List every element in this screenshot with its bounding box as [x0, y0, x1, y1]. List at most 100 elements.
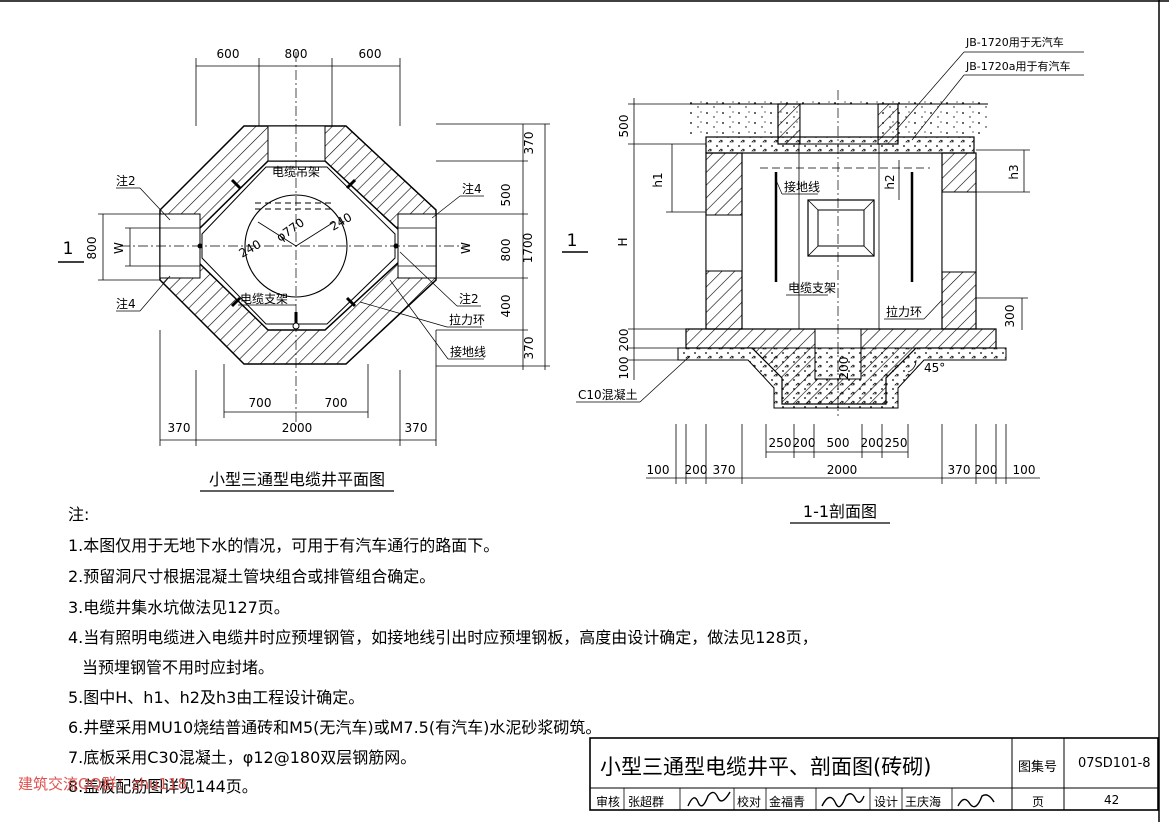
section-dim-top-1: 250	[769, 436, 792, 450]
section-h2: h2	[883, 174, 897, 189]
plan-dim-right-3: 800	[499, 239, 513, 262]
section-label-pullring: 拉力环	[886, 304, 922, 319]
plan-dim-bottom-total: 2000	[282, 421, 313, 435]
plan-label-ground: 接地线	[450, 344, 486, 359]
plan-view: 600 800 600 370 500 800 400 370 1700	[58, 47, 550, 492]
section-dim-bot-2: 200	[685, 463, 708, 477]
section-dim-bot-5: 370	[948, 463, 971, 477]
section-h: H	[616, 237, 630, 246]
plan-dim-right-1: 370	[522, 132, 536, 155]
checker-name: 金福青	[769, 795, 806, 809]
review-label: 审核	[596, 795, 621, 809]
section-cover-label-1: JB-1720用于无汽车	[965, 35, 1064, 49]
section-cover-slab	[705, 136, 975, 154]
note-4: 4.当有照明电缆进入电缆井时应预埋钢管，如接地线引出时应预埋钢板，高度由设计确定…	[68, 628, 818, 647]
title-block	[589, 737, 1159, 811]
section-cover-label-2: JB-1720a用于有汽车	[965, 59, 1071, 73]
drawing-title: 小型三通型电缆井平、剖面图(砖砌)	[600, 755, 932, 779]
plan-dims-bottom	[159, 330, 437, 446]
note-7: 7.底板采用C30混凝土，φ12@180双层钢筋网。	[68, 748, 417, 767]
plan-inner-outline	[201, 166, 396, 325]
section-dim-200-sump: 200	[837, 357, 851, 380]
section-dim-bot-6: 200	[975, 463, 998, 477]
section-dim-500: 500	[617, 115, 631, 138]
atlas-label: 图集号	[1018, 760, 1058, 775]
plan-dim-left: 800	[85, 237, 99, 260]
plan-top-opening	[267, 125, 326, 162]
section-section-mark: 1	[567, 231, 578, 251]
note-8: 8.盖板配筋图详见144页。	[68, 777, 258, 796]
plan-w-right: W	[459, 242, 473, 254]
plan-section-mark: 1	[63, 239, 74, 259]
page-no: 42	[1104, 793, 1120, 807]
plan-label-hanger: 电缆吊架	[272, 165, 320, 179]
section-dim-bot-1: 100	[647, 463, 670, 477]
plan-radius-b: 240	[328, 210, 355, 234]
plan-dims-left	[58, 213, 160, 281]
section-brackets	[774, 172, 914, 282]
note-1: 1.本图仅用于无地下水的情况，可用于有汽车通行的路面下。	[68, 536, 500, 555]
section-dim-bot-7: 100	[1013, 463, 1036, 477]
note-3: 3.电缆井集水坑做法见127页。	[68, 598, 290, 617]
section-h1: h1	[651, 172, 665, 187]
section-angle: 45°	[924, 361, 945, 375]
section-dim-100: 100	[617, 357, 631, 380]
section-c10-layer	[677, 347, 1007, 409]
plan-dim-top-1: 600	[217, 47, 240, 61]
section-h3: h3	[1007, 164, 1021, 179]
section-dim-top-2: 200	[793, 436, 816, 450]
signatures	[687, 791, 995, 808]
section-dim-top-5: 250	[885, 436, 908, 450]
plan-note4-right: 注4	[462, 181, 482, 196]
plan-dim-bottom-left: 370	[168, 421, 191, 435]
notes-heading: 注:	[68, 505, 90, 524]
note-5: 5.图中H、h1、h2及h3由工程设计确定。	[68, 688, 365, 707]
note-4-cont: 当预埋钢管不用时应封堵。	[82, 658, 275, 677]
plan-dim-right-total: 1700	[521, 233, 535, 264]
section-label-c10: C10混凝土	[578, 387, 638, 402]
section-dim-top-3: 500	[827, 436, 850, 450]
section-dim-bot-3: 370	[713, 463, 736, 477]
section-dims-bottom	[646, 424, 1040, 484]
section-label-bracket: 电缆支架	[788, 281, 836, 295]
plan-title: 小型三通型电缆井平面图	[209, 470, 385, 489]
section-dim-bot-4: 2000	[827, 463, 858, 477]
plan-center-dia: φ770	[274, 215, 307, 244]
plan-radius-a: 240	[237, 237, 264, 261]
plan-brackets	[230, 178, 357, 324]
plan-label-bracket: 电缆支架	[240, 292, 288, 306]
section-dim-200: 200	[617, 329, 631, 352]
plan-dims-top	[195, 58, 401, 126]
design-label: 设计	[874, 795, 899, 809]
plan-note4-left: 注4	[116, 296, 136, 311]
plan-label-pullring: 拉力环	[449, 312, 485, 327]
plan-w-left: W	[112, 242, 126, 254]
plan-dim-bottom-2: 700	[325, 396, 348, 410]
atlas-no: 07SD101-8	[1078, 756, 1151, 771]
note-2: 2.预留洞尺寸根据混凝土管块组合或排管组合确定。	[68, 567, 436, 586]
plan-center-circle	[244, 194, 348, 298]
plan-dim-top-2: 800	[285, 47, 308, 61]
watermark: 建筑交流QQ群：zhu118	[18, 775, 188, 793]
section-dim-top-4: 200	[861, 436, 884, 450]
plan-dim-right-2: 500	[499, 184, 513, 207]
plan-note2-right: 注2	[459, 291, 479, 306]
reviewer-name: 张超群	[628, 795, 665, 809]
check-label: 校对	[737, 795, 762, 809]
plan-dims-right	[436, 123, 550, 370]
section-dim-300: 300	[1003, 305, 1017, 328]
note-6: 6.井壁采用MU10烧结普通砖和M5(无汽车)或M7.5(有汽车)水泥砂浆砌筑。	[68, 718, 602, 737]
plan-dim-right-5: 370	[522, 337, 536, 360]
section-title: 1-1剖面图	[803, 502, 877, 521]
plan-dim-bottom-right: 370	[405, 421, 428, 435]
plan-dim-top-3: 600	[359, 47, 382, 61]
designer-name: 王庆海	[905, 795, 942, 809]
plan-note2-left: 注2	[116, 173, 136, 188]
section-label-ground: 接地线	[784, 179, 820, 194]
page-label: 页	[1032, 795, 1045, 809]
plan-dim-bottom-1: 700	[249, 396, 272, 410]
section-view: JB-1720用于无汽车 JB-1720a用于有汽车 500 200 100 h…	[562, 35, 1084, 524]
section-dims-left	[562, 98, 706, 380]
